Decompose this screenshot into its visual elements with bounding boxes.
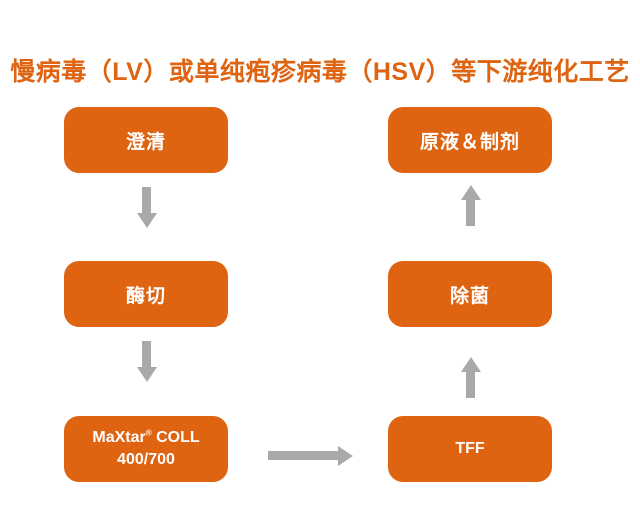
arrow-down-clarification-to-enzyme — [136, 187, 157, 228]
arrow-shaft — [466, 372, 475, 398]
node-label: 澄清 — [125, 131, 166, 153]
arrow-head-up-icon — [460, 357, 481, 372]
arrow-head-down-icon — [136, 213, 157, 228]
node-bulk-and-formulation: 原液＆制剂 — [388, 107, 552, 173]
arrow-down-enzyme-to-maxtar — [136, 341, 157, 382]
node-label: 酶切 — [125, 285, 166, 307]
arrow-up-sterile-to-bulk — [460, 185, 481, 226]
brand-suffix: COLL — [151, 429, 200, 447]
node-sterile-filtration: 除菌 — [388, 261, 552, 327]
arrow-shaft — [466, 200, 475, 226]
arrow-up-tff-to-sterile — [460, 357, 481, 398]
node-enzyme-digestion: 酶切 — [64, 261, 228, 327]
brand-name: MaXtar — [92, 429, 146, 447]
node-label: 原液＆制剂 — [419, 131, 520, 153]
arrow-shaft — [142, 187, 151, 213]
diagram-title: 慢病毒（LV）或单纯疱疹病毒（HSV）等下游纯化工艺 — [10, 58, 630, 86]
node-label: MaXtar® COLL 400/700 — [92, 427, 199, 470]
node-label: 除菌 — [449, 285, 490, 307]
arrow-right-maxtar-to-tff — [268, 445, 353, 466]
node-tff: TFF — [388, 416, 552, 482]
arrow-shaft — [268, 451, 338, 460]
arrow-head-up-icon — [460, 185, 481, 200]
arrow-head-down-icon — [136, 367, 157, 382]
model-number: 400/700 — [117, 451, 175, 468]
arrow-head-right-icon — [338, 445, 353, 466]
node-label: TFF — [455, 440, 485, 458]
node-clarification: 澄清 — [64, 107, 228, 173]
arrow-shaft — [142, 341, 151, 367]
registered-mark: ® — [145, 429, 152, 439]
node-maxtar-coll: MaXtar® COLL 400/700 — [64, 416, 228, 482]
